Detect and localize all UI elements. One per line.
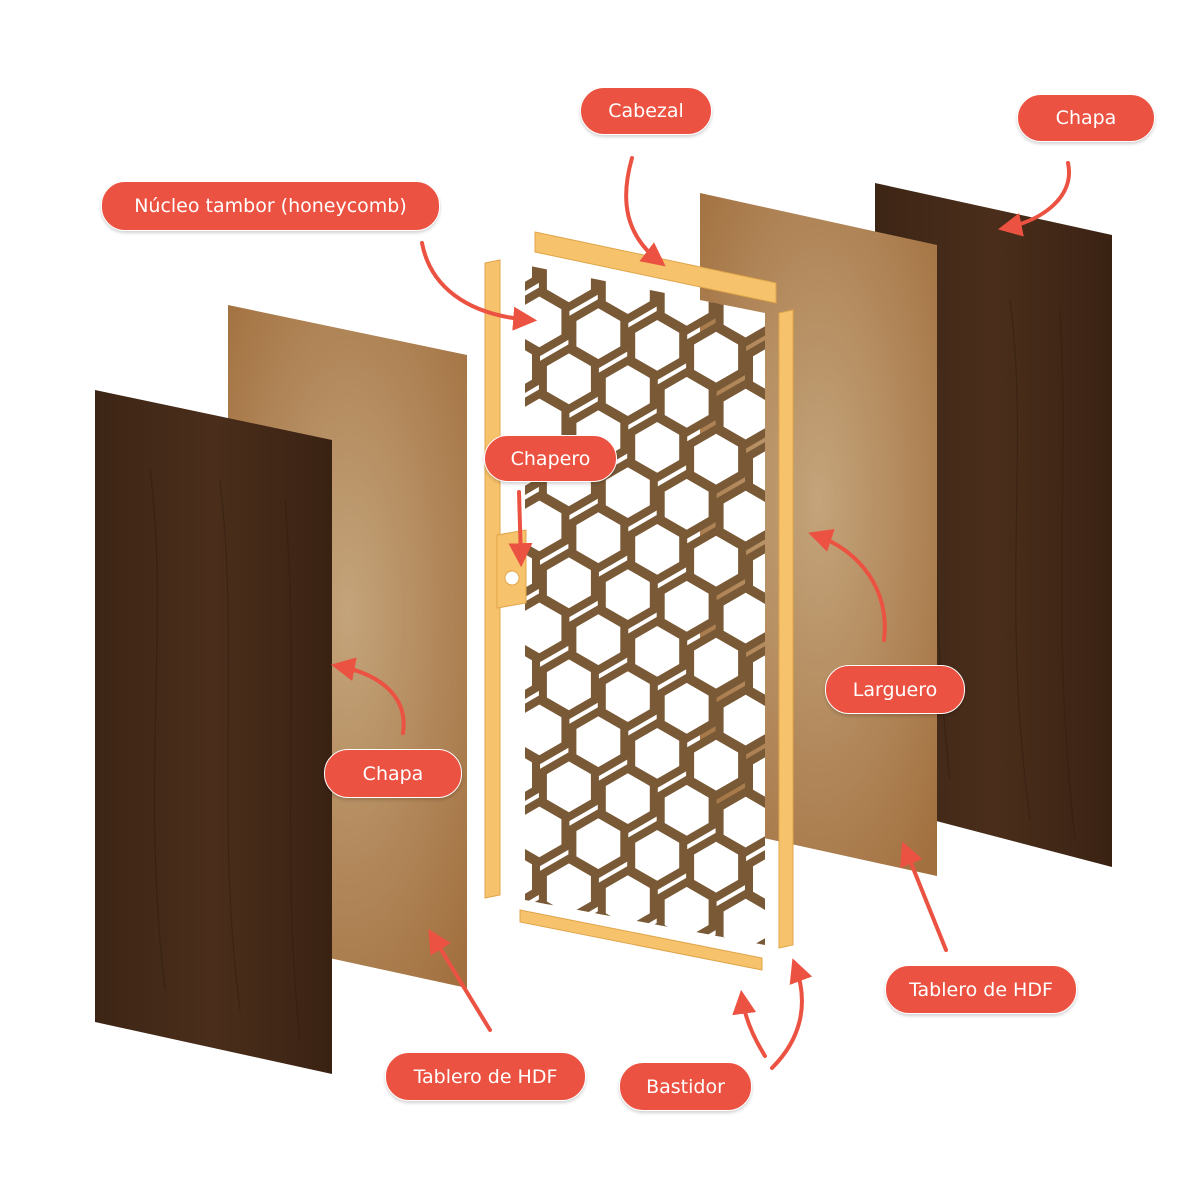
honeycomb-cell [661, 984, 713, 1044]
honeycomb-cell [720, 996, 772, 1056]
honeycomb-cell [525, 434, 540, 504]
honeycomb-cell [525, 740, 540, 810]
honeycomb-core [525, 265, 860, 1125]
label-tablero-hdf-right: Tablero de HDF [885, 965, 1077, 1014]
label-chapa-top-right: Chapa [1017, 94, 1155, 142]
honeycomb-cell [656, 877, 717, 945]
veneer-panel-left [95, 390, 332, 1074]
honeycomb-cell [525, 332, 540, 402]
honeycomb-cell [538, 854, 599, 924]
honeycomb-cell [525, 842, 540, 912]
label-bastidor: Bastidor [619, 1062, 752, 1111]
honeycomb-cell [808, 963, 860, 1023]
label-cabezal: Cabezal [580, 87, 712, 135]
honeycomb-cell [808, 1065, 860, 1125]
honeycomb-cell [525, 287, 570, 357]
honeycomb-cell [525, 536, 540, 606]
honeycomb-cell [525, 695, 570, 765]
honeycomb-cell [597, 865, 658, 936]
honeycomb-cell [543, 961, 595, 1021]
label-chapero: Chapero [484, 435, 617, 482]
label-larguero: Larguero [825, 665, 965, 714]
callout-arrows [330, 156, 1072, 1070]
honeycomb-cell [779, 1008, 831, 1068]
honeycomb-cell [808, 861, 860, 921]
label-nucleo-tambor: Núcleo tambor (honeycomb) [101, 181, 440, 231]
honeycomb-cell [525, 638, 540, 708]
label-chapa-left: Chapa [324, 749, 462, 798]
honeycomb-cell [525, 593, 570, 663]
honeycomb-cell [525, 797, 570, 867]
label-tablero-hdf-left: Tablero de HDF [385, 1052, 586, 1101]
honeycomb-cell [715, 889, 765, 945]
honeycomb-cell [525, 265, 540, 300]
honeycomb-cell [602, 973, 654, 1033]
chapero-hole [504, 570, 520, 586]
honeycomb-cell [525, 944, 540, 945]
